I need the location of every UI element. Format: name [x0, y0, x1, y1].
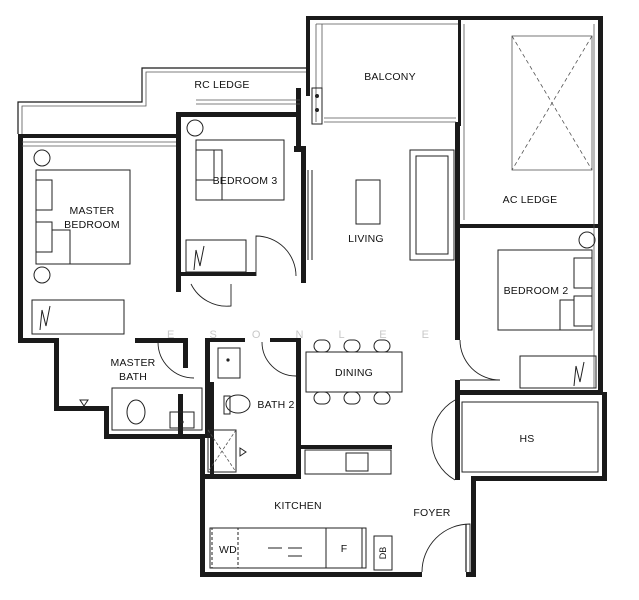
label-kitchen: KITCHEN	[274, 500, 322, 512]
master-bedroom-furniture	[31, 149, 131, 335]
label-bath2: BATH 2	[257, 399, 294, 411]
living-furniture	[307, 149, 455, 261]
interior-walls	[135, 20, 603, 480]
label-dining: DINING	[335, 367, 373, 379]
label-fridge: F	[341, 543, 348, 555]
ac-ledge-void	[511, 35, 593, 171]
hs-room	[431, 399, 599, 481]
kitchen-fixtures	[209, 449, 393, 571]
label-ac-ledge: AC LEDGE	[503, 194, 558, 206]
label-bedroom3: BEDROOM 3	[213, 175, 278, 187]
foyer-door	[421, 523, 471, 573]
label-db: DB	[378, 547, 388, 560]
ledge-outlines	[17, 23, 595, 388]
bedroom2-furniture	[459, 231, 597, 389]
label-master-bedroom-line1: MASTER	[70, 205, 115, 217]
label-master-bath-line2: BATH	[119, 371, 147, 383]
exterior-walls	[18, 16, 607, 577]
balcony-sliding-door	[311, 87, 323, 125]
watermark: E S O N L E E	[167, 329, 445, 341]
dining-furniture	[305, 339, 403, 405]
label-living: LIVING	[348, 233, 384, 245]
master-bath-fixtures	[79, 341, 203, 431]
label-balcony: BALCONY	[364, 71, 416, 83]
label-master-bedroom-line2: BEDROOM	[64, 219, 120, 231]
label-rc-ledge: RC LEDGE	[194, 79, 249, 91]
label-bedroom2: BEDROOM 2	[504, 285, 569, 297]
label-hs: HS	[520, 433, 535, 445]
label-master-bath-line1: MASTER	[111, 357, 156, 369]
bath2-fixtures	[207, 341, 297, 473]
label-foyer: FOYER	[413, 507, 450, 519]
bedroom3-furniture	[185, 119, 297, 307]
label-washer-dryer: WD	[219, 544, 237, 556]
